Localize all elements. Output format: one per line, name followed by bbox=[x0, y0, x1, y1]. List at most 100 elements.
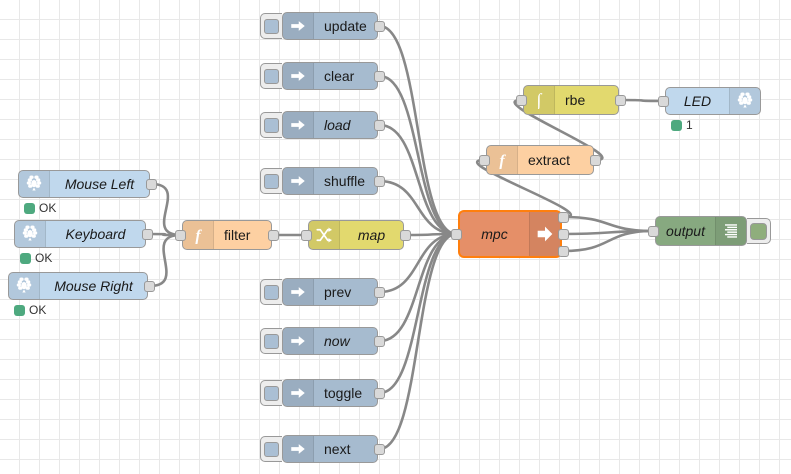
inject-button-glyph bbox=[264, 333, 279, 349]
status-dot-icon bbox=[20, 252, 31, 264]
output-port[interactable] bbox=[558, 228, 569, 240]
svg-text:∫: ∫ bbox=[536, 91, 543, 109]
node-update[interactable]: update bbox=[282, 12, 378, 40]
node-extract[interactable]: f extract bbox=[486, 145, 594, 175]
node-toggle[interactable]: toggle bbox=[282, 379, 378, 407]
output-port[interactable] bbox=[374, 119, 385, 131]
inject-trigger-button[interactable] bbox=[260, 63, 282, 89]
input-port[interactable] bbox=[301, 229, 312, 241]
node-label: extract bbox=[528, 152, 571, 168]
node-label: load bbox=[324, 117, 351, 133]
node-label: clear bbox=[324, 68, 355, 84]
node-mouse-left[interactable]: Mouse Left bbox=[18, 170, 150, 198]
inject-button-glyph bbox=[264, 18, 279, 34]
wire-mpc-to-output[interactable] bbox=[563, 215, 654, 233]
inject-trigger-button[interactable] bbox=[260, 168, 282, 194]
input-port[interactable] bbox=[516, 94, 527, 106]
inject-arrow-icon bbox=[283, 436, 314, 462]
node-label: mpc bbox=[481, 226, 508, 242]
output-port[interactable] bbox=[400, 229, 411, 241]
input-port[interactable] bbox=[175, 229, 186, 241]
status-text: 1 bbox=[686, 118, 693, 132]
wire-next-to-mpc[interactable] bbox=[379, 232, 457, 451]
output-port[interactable] bbox=[374, 335, 385, 347]
input-port[interactable] bbox=[658, 95, 669, 107]
node-led[interactable]: LED bbox=[665, 87, 761, 115]
output-port[interactable] bbox=[146, 178, 157, 190]
inject-arrow-icon bbox=[283, 328, 314, 354]
inject-trigger-button[interactable] bbox=[260, 436, 282, 462]
output-port[interactable] bbox=[374, 20, 385, 32]
inject-button-glyph bbox=[264, 117, 279, 133]
node-mpc[interactable]: mpc bbox=[458, 210, 562, 258]
output-port[interactable] bbox=[558, 211, 569, 223]
status-text: OK bbox=[35, 251, 53, 265]
node-status: OK bbox=[20, 251, 52, 265]
wire-mouse-left-to-filter[interactable] bbox=[151, 182, 181, 237]
inject-trigger-button[interactable] bbox=[260, 13, 282, 39]
node-label: Mouse Left bbox=[64, 176, 135, 192]
inject-trigger-button[interactable] bbox=[260, 279, 282, 305]
wire-update-to-mpc[interactable] bbox=[379, 24, 457, 236]
svg-text:f: f bbox=[195, 227, 202, 244]
inject-arrow-icon bbox=[283, 380, 314, 406]
wire-mouse-right-to-filter[interactable] bbox=[149, 233, 181, 288]
node-prev[interactable]: prev bbox=[282, 278, 378, 306]
node-rbe[interactable]: ∫rbe bbox=[523, 85, 619, 115]
inject-arrow-icon bbox=[283, 63, 314, 89]
wire-load-to-mpc[interactable] bbox=[379, 123, 457, 236]
node-label: Mouse Right bbox=[54, 278, 133, 294]
raspberry-pi-icon bbox=[729, 88, 760, 114]
inject-arrow-icon bbox=[283, 112, 314, 138]
node-map[interactable]: map bbox=[308, 220, 404, 250]
output-port[interactable] bbox=[374, 175, 385, 187]
inject-trigger-button[interactable] bbox=[260, 380, 282, 406]
output-port[interactable] bbox=[374, 443, 385, 455]
output-port[interactable] bbox=[268, 229, 279, 241]
wire-clear-to-mpc[interactable] bbox=[379, 74, 457, 236]
wire-map-to-mpc[interactable] bbox=[405, 232, 457, 237]
output-port[interactable] bbox=[374, 286, 385, 298]
node-next[interactable]: next bbox=[282, 435, 378, 463]
node-output[interactable]: output bbox=[655, 216, 747, 246]
debug-toggle-button[interactable] bbox=[747, 218, 771, 244]
shuffle-arrows-icon bbox=[309, 221, 340, 249]
wire-mpc-to-output[interactable] bbox=[563, 229, 654, 253]
debug-lines-icon bbox=[715, 217, 746, 245]
output-arrow-icon bbox=[529, 212, 560, 256]
output-port[interactable] bbox=[142, 228, 153, 240]
status-text: OK bbox=[39, 201, 57, 215]
wire-now-to-mpc[interactable] bbox=[379, 232, 457, 343]
inject-arrow-icon bbox=[283, 279, 314, 305]
wire-toggle-to-mpc[interactable] bbox=[379, 232, 457, 395]
function-f-icon: f bbox=[183, 221, 214, 249]
output-port[interactable] bbox=[615, 94, 626, 106]
inject-arrow-icon bbox=[283, 168, 314, 194]
node-label: prev bbox=[324, 284, 352, 300]
output-port[interactable] bbox=[558, 245, 569, 257]
node-keyboard[interactable]: Keyboard bbox=[14, 220, 146, 248]
inject-button-glyph bbox=[264, 441, 279, 457]
node-now[interactable]: now bbox=[282, 327, 378, 355]
output-port[interactable] bbox=[374, 387, 385, 399]
function-f-icon: f bbox=[487, 146, 518, 174]
inject-trigger-button[interactable] bbox=[260, 112, 282, 138]
inject-arrow-icon bbox=[283, 13, 314, 39]
node-clear[interactable]: clear bbox=[282, 62, 378, 90]
node-mouse-right[interactable]: Mouse Right bbox=[8, 272, 148, 300]
node-shuffle[interactable]: shuffle bbox=[282, 167, 378, 195]
node-label: update bbox=[324, 18, 367, 34]
output-port[interactable] bbox=[144, 280, 155, 292]
output-port[interactable] bbox=[590, 154, 601, 166]
status-dot-icon bbox=[14, 304, 25, 316]
input-port[interactable] bbox=[479, 154, 490, 166]
input-port[interactable] bbox=[648, 225, 659, 237]
wire-mpc-to-output[interactable] bbox=[563, 229, 654, 236]
input-port[interactable] bbox=[451, 228, 462, 240]
node-load[interactable]: load bbox=[282, 111, 378, 139]
output-port[interactable] bbox=[374, 70, 385, 82]
node-label: toggle bbox=[324, 385, 363, 401]
inject-trigger-button[interactable] bbox=[260, 328, 282, 354]
